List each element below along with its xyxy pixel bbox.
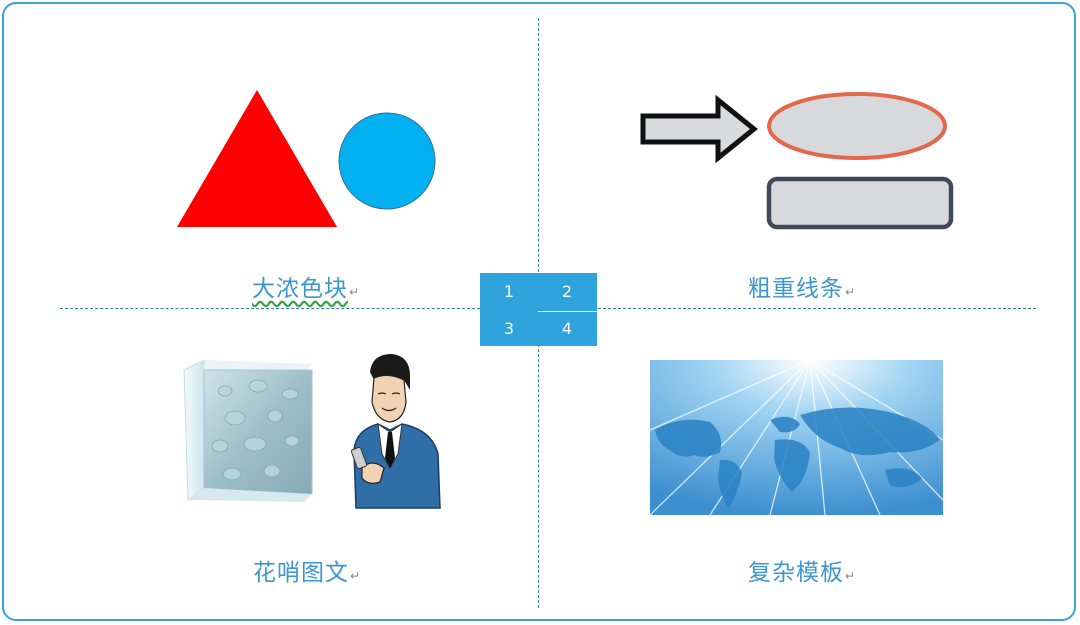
grid-number-3: 3 bbox=[503, 318, 515, 338]
grid-number-2: 2 bbox=[561, 281, 573, 301]
rounded-rect-shape bbox=[766, 176, 954, 230]
caption-quadrant-2: 粗重线条↵ bbox=[748, 276, 857, 302]
triangle-shape bbox=[177, 90, 337, 227]
grid-divider-line bbox=[538, 311, 597, 312]
horizontal-divider-left bbox=[60, 308, 480, 309]
caption-quadrant-4: 复杂模板↵ bbox=[748, 560, 857, 586]
caption-quadrant-1: 大浓色块↵ bbox=[252, 276, 361, 302]
world-map-template bbox=[649, 359, 944, 516]
horizontal-divider-right bbox=[598, 308, 1036, 309]
ellipse-shape bbox=[767, 92, 947, 160]
quadrant-number-grid: 1 2 3 4 bbox=[480, 273, 597, 346]
ice-block-icon bbox=[183, 359, 313, 502]
grid-number-4: 4 bbox=[561, 318, 573, 338]
grid-number-1: 1 bbox=[503, 281, 515, 301]
circle-shape bbox=[338, 112, 436, 210]
businessman-icon bbox=[350, 354, 441, 509]
caption-quadrant-3: 花哨图文↵ bbox=[253, 560, 362, 586]
arrow-shape bbox=[640, 94, 758, 164]
